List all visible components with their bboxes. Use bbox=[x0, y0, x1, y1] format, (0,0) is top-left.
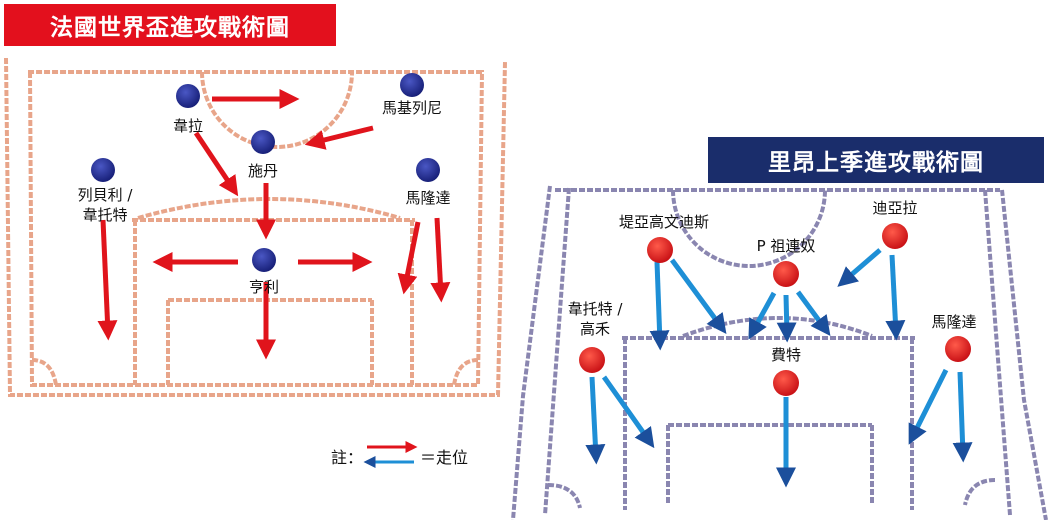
legend-arrows bbox=[363, 441, 418, 468]
label-zulian: P 祖連奴 bbox=[757, 237, 816, 255]
player-weila-dot bbox=[176, 84, 200, 108]
france-court bbox=[4, 57, 507, 397]
player-weituote-dot bbox=[579, 347, 605, 373]
france-arrows bbox=[97, 89, 451, 360]
player-malongda-dot bbox=[416, 158, 440, 182]
label-diyala: 迪亞拉 bbox=[872, 199, 917, 217]
lyon-title: 里昂上季進攻戰術圖 bbox=[708, 137, 1044, 183]
legend-meaning: ＝走位 bbox=[420, 448, 469, 467]
player-tiyagao-dot bbox=[647, 237, 673, 263]
player-malongda-lyon-dot bbox=[945, 336, 971, 362]
label-majilieni: 馬基列尼 bbox=[382, 99, 442, 117]
lyon-players bbox=[579, 223, 971, 396]
lyon-court bbox=[511, 185, 1048, 520]
label-weituote-line1: 韋托特 / bbox=[568, 300, 624, 318]
france-title: 法國世界盃進攻戰術圖 bbox=[4, 4, 336, 46]
label-hengli: 亨利 bbox=[249, 278, 279, 296]
player-libeili-dot bbox=[91, 158, 115, 182]
label-malongda: 馬隆達 bbox=[405, 189, 450, 207]
label-libeili-line2: 韋托特 bbox=[82, 206, 127, 224]
label-weituote-line2: 高禾 bbox=[580, 320, 610, 338]
label-shidan: 施丹 bbox=[248, 162, 278, 180]
player-diyala-dot bbox=[882, 223, 908, 249]
france-players bbox=[91, 73, 440, 272]
label-tiyagao: 堤亞高文迪斯 bbox=[619, 213, 709, 231]
label-malongda-lyon: 馬隆達 bbox=[931, 313, 976, 331]
legend-prefix: 註： bbox=[331, 448, 364, 467]
label-weila: 韋拉 bbox=[173, 117, 203, 135]
lyon-arrows bbox=[585, 248, 973, 488]
player-majilieni-dot bbox=[400, 73, 424, 97]
player-hengli-dot bbox=[252, 248, 276, 272]
player-zulian-dot bbox=[773, 261, 799, 287]
label-libeili-line1: 列貝利 / bbox=[78, 186, 134, 204]
player-feite-dot bbox=[773, 370, 799, 396]
label-feite: 費特 bbox=[771, 346, 801, 364]
player-shidan-dot bbox=[251, 130, 275, 154]
